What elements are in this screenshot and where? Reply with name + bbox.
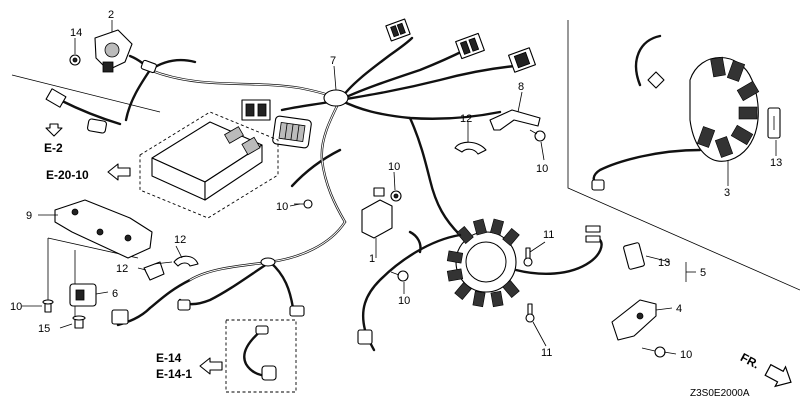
callout-15: 15 (38, 323, 50, 335)
leader-lines (22, 65, 777, 355)
bracket-part-9 (54, 199, 153, 259)
ref-e20-10: E-20-10 (46, 168, 89, 182)
callout-12: 12 (174, 234, 186, 246)
callout-1: 1 (369, 253, 375, 265)
arrow-down-icon (45, 123, 63, 137)
sensor-part-2 (69, 20, 157, 74)
relay-part-6 (69, 283, 97, 329)
bracket-part-8 (489, 109, 541, 131)
callout-5: 5 (700, 267, 706, 279)
arrow-left-icon (199, 357, 223, 375)
arrow-left-icon (107, 163, 131, 181)
cross-references: E-2 E-20-10 E-14 E-14-1 (44, 141, 192, 381)
main-wire-harness (58, 36, 517, 327)
harness-junction-grommet (323, 89, 349, 107)
callout-8: 8 (518, 81, 524, 93)
callout-12: 12 (116, 263, 128, 275)
callout-10: 10 (536, 163, 548, 175)
callout-7: 7 (330, 55, 336, 67)
callout-10: 10 (680, 349, 692, 361)
bolts-part-10 (42, 129, 666, 358)
callout-10: 10 (388, 161, 400, 173)
front-direction-indicator: FR. (738, 350, 792, 388)
callout-10: 10 (276, 201, 288, 213)
callout-14: 14 (70, 27, 82, 39)
bolts-part-11 (523, 247, 535, 323)
direction-arrow-icon (764, 363, 792, 388)
part-callouts: 1 2 3 4 5 6 7 8 9 10 10 10 10 10 10 11 1… (10, 9, 782, 361)
sensor-ref-e2 (45, 88, 107, 137)
ref-e2: E-2 (44, 141, 63, 155)
callout-13: 13 (770, 157, 782, 169)
callout-4: 4 (676, 303, 682, 315)
callout-11: 11 (543, 229, 554, 241)
direction-label: FR. (738, 350, 762, 371)
control-unit (107, 111, 279, 219)
callout-9: 9 (26, 210, 32, 222)
bracket-part-4 (611, 299, 657, 341)
drawing-code: Z3S0E2000A (690, 388, 750, 399)
callout-6: 6 (112, 288, 118, 300)
ref-e14: E-14 (156, 351, 182, 365)
callout-10: 10 (10, 301, 22, 313)
callout-11: 11 (541, 347, 552, 359)
stator-part-3 (591, 34, 760, 191)
callout-13: 13 (658, 257, 670, 269)
callout-10: 10 (398, 295, 410, 307)
ref-e14-1: E-14-1 (156, 367, 192, 381)
stator-center (357, 218, 603, 352)
clips-part-13 (623, 107, 781, 270)
module-part-1 (361, 187, 422, 254)
harness-connectors-top (241, 18, 536, 149)
harness-ref-e14 (111, 299, 305, 393)
clamps-part-12 (143, 141, 487, 281)
callout-2: 2 (108, 9, 114, 21)
callout-3: 3 (724, 187, 730, 199)
callout-12: 12 (460, 113, 472, 125)
